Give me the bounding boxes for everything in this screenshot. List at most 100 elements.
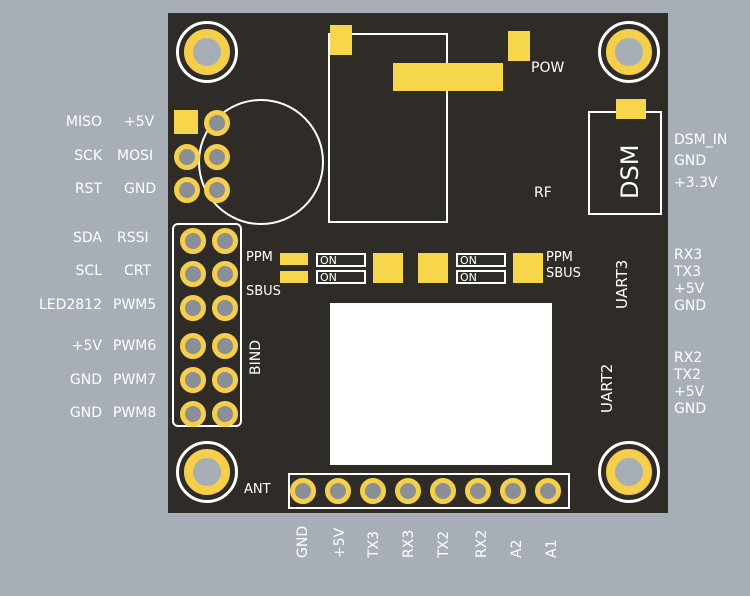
flight-controller-board: PPM SBUS ON ON ON ON PPM SBUS UART3 UART…	[168, 13, 668, 513]
label-gnd-2: GND	[69, 372, 102, 388]
label-dsm-gnd: GND	[674, 153, 707, 169]
pwm-header-outline	[172, 223, 242, 427]
silk-sbus-right: SBUS	[546, 266, 581, 281]
label-crt: CRT	[124, 263, 152, 279]
pad	[418, 253, 448, 283]
silk-uart2: UART2	[598, 363, 616, 413]
label-bottom-rx2: RX2	[474, 529, 490, 558]
pin	[180, 333, 206, 359]
label-pwm6: PWM6	[113, 338, 157, 354]
pad	[280, 253, 308, 265]
pin	[395, 478, 421, 504]
pin	[360, 478, 386, 504]
label-pwm5: PWM5	[113, 297, 157, 313]
pin	[500, 478, 526, 504]
label-bottom-a2: A2	[509, 539, 525, 558]
pad	[508, 31, 530, 61]
pin	[180, 228, 206, 254]
silk-rf: RF	[534, 185, 552, 201]
label-pwm7: PWM7	[113, 372, 157, 388]
mounting-hole	[176, 441, 238, 503]
silk-on: ON	[460, 271, 477, 284]
pin	[204, 144, 230, 170]
mounting-hole	[598, 441, 660, 503]
silk-uart3: UART3	[613, 259, 631, 309]
rx-module	[330, 303, 552, 465]
label-sda: SDA	[73, 230, 102, 246]
pin	[212, 367, 238, 393]
jumper: ON	[456, 253, 506, 267]
jumper: ON	[316, 270, 366, 284]
label-5v: +5V	[124, 114, 155, 130]
label-mosi: MOSI	[117, 148, 154, 164]
pin	[174, 177, 200, 203]
label-gnd-3: GND	[69, 405, 102, 421]
label-rst: RST	[74, 181, 102, 197]
label-dsm-3v3: +3.3V	[674, 175, 718, 191]
bottom-header-outline	[288, 473, 570, 509]
pin	[212, 333, 238, 359]
pad	[616, 99, 646, 119]
label-dsm-in: DSM_IN	[674, 132, 728, 148]
jumper: ON	[316, 253, 366, 267]
pin	[180, 367, 206, 393]
label-bottom-tx3: TX3	[366, 530, 382, 558]
pad	[513, 253, 543, 283]
label-miso: MISO	[65, 114, 102, 130]
silk-ant: ANT	[244, 482, 271, 497]
pin	[325, 478, 351, 504]
pin	[290, 478, 316, 504]
silk-ppm-right: PPM	[546, 250, 573, 265]
pin	[180, 295, 206, 321]
label-gnd: GND	[124, 181, 157, 197]
label-tx3: TX3	[674, 264, 702, 280]
pad	[373, 253, 403, 283]
pin	[204, 177, 230, 203]
silk-on: ON	[320, 271, 337, 284]
label-uart3-5v: +5V	[674, 281, 705, 297]
label-tx2: TX2	[674, 367, 702, 383]
label-bottom-rx3: RX3	[401, 529, 417, 558]
silk-sbus-left: SBUS	[246, 284, 281, 299]
pin	[180, 401, 206, 427]
label-bottom-a1: A1	[544, 539, 560, 558]
sd-card-slot	[328, 33, 448, 223]
pin	[180, 261, 206, 287]
pin	[212, 228, 238, 254]
pin	[212, 261, 238, 287]
silk-dsm: DSM	[616, 144, 644, 199]
label-5v-2: +5V	[71, 338, 102, 354]
label-pwm8: PWM8	[113, 405, 157, 421]
silk-bind: BIND	[248, 340, 264, 375]
silk-pow: POW	[531, 60, 565, 76]
pad	[280, 271, 308, 283]
silk-on: ON	[460, 254, 477, 267]
silk-ppm-left: PPM	[246, 250, 273, 265]
pin	[465, 478, 491, 504]
label-led2812: LED2812	[38, 297, 102, 313]
mounting-hole	[598, 21, 660, 83]
label-bottom-gnd: GND	[295, 525, 311, 558]
pin-square	[174, 110, 198, 134]
pin	[204, 110, 230, 136]
label-rx3: RX3	[674, 247, 703, 263]
pin	[430, 478, 456, 504]
pin	[212, 295, 238, 321]
label-uart2-gnd: GND	[674, 401, 707, 417]
label-scl: SCL	[75, 263, 102, 279]
mounting-hole	[176, 21, 238, 83]
label-rssi: RSSI	[117, 230, 149, 246]
sd-pads	[393, 63, 503, 91]
label-bottom-tx2: TX2	[436, 530, 452, 558]
label-rx2: RX2	[674, 350, 703, 366]
label-uart2-5v: +5V	[674, 384, 705, 400]
label-bottom-5v: +5V	[332, 527, 348, 558]
pin	[174, 144, 200, 170]
label-sck: SCK	[74, 148, 102, 164]
pin	[535, 478, 561, 504]
jumper: ON	[456, 270, 506, 284]
label-uart3-gnd: GND	[674, 298, 707, 314]
pin	[212, 401, 238, 427]
silk-on: ON	[320, 254, 337, 267]
pad	[330, 25, 352, 55]
